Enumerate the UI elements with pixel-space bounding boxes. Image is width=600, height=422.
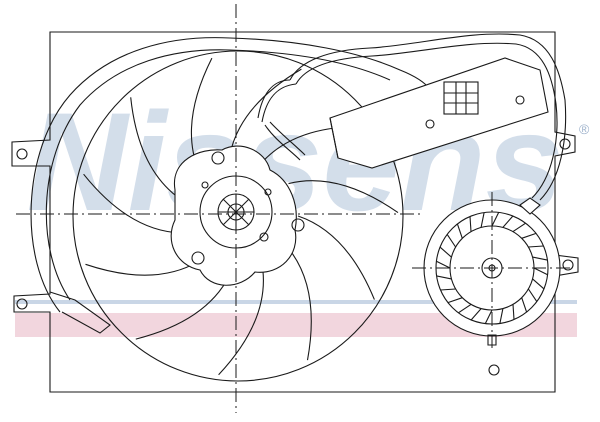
aux-fan-slat: [521, 297, 528, 313]
fan-blade: [218, 270, 264, 376]
aux-fan-slat: [512, 222, 526, 233]
aux-fan-bracket: [519, 197, 541, 215]
aux-fan-slat: [447, 297, 463, 304]
aux-fan-slat: [512, 304, 515, 320]
mount-hole-right-top: [559, 138, 571, 150]
mount-hole-left-top: [16, 148, 28, 160]
shroud-inner-ring: [45, 49, 391, 301]
aux-fan-slat: [528, 245, 544, 248]
fan-blade: [130, 97, 181, 200]
connector-plug-icon: [443, 81, 479, 115]
main-fan-circle: [72, 50, 404, 382]
mount-hole-right-bottom: [562, 259, 574, 271]
wiring-harness-2: [295, 42, 558, 199]
hub-bolt-5: [201, 181, 209, 189]
mount-hole-left-bottom: [16, 298, 28, 310]
hub-bolt-4: [259, 232, 269, 242]
aux-fan-bracket-2: [487, 334, 497, 346]
fan-blade: [297, 215, 375, 300]
hub-bolt-2: [291, 218, 305, 232]
resistor-module-edge: [329, 117, 339, 159]
aux-fan-slat: [491, 212, 500, 227]
mount-hole-bottom: [488, 364, 500, 376]
hub-bolt-3: [191, 251, 205, 265]
aux-fan-slat: [470, 308, 482, 321]
centerlines: [16, 4, 572, 413]
wiring-harness-3: [257, 79, 297, 123]
aux-fan-slat: [456, 223, 463, 239]
aux-fan-slat: [469, 216, 472, 232]
aux-fan-slat: [436, 260, 451, 269]
wiring-harness: [289, 33, 567, 201]
wire-clip-left: [49, 291, 111, 334]
aux-fan-slat: [436, 275, 452, 280]
aux-fan-slats: [436, 212, 548, 324]
aux-fan-slat: [499, 308, 504, 324]
hub-bolt-1: [211, 151, 225, 165]
aux-fan-slat: [458, 303, 472, 314]
aux-fan-slat: [440, 288, 456, 291]
aux-fan-slat: [532, 278, 545, 290]
aux-fan-slat: [532, 256, 548, 261]
aux-fan-slat: [527, 288, 538, 302]
hub-bolt-6: [264, 188, 272, 196]
aux-fan-slat: [446, 234, 457, 248]
aux-fan-slat: [533, 267, 548, 276]
watermark-underline: [15, 300, 577, 304]
radiator-fan-shroud: [11, 31, 579, 393]
shroud-outer-ring: [30, 37, 435, 313]
resistor-hole-2: [515, 95, 525, 105]
wiring-lead: [264, 121, 306, 161]
fan-blade: [288, 180, 399, 214]
aux-fan-slat: [480, 212, 485, 228]
aux-fan-slat: [484, 309, 493, 324]
fan-blade: [85, 260, 199, 276]
aux-fan-slat: [502, 215, 514, 228]
fan-blade: [83, 173, 181, 234]
aux-fan-slat: [439, 246, 452, 258]
aux-fan-slat: [521, 232, 537, 239]
resistor-hole-1: [425, 119, 435, 129]
fan-blade: [288, 248, 312, 361]
watermark-registered-mark: ®: [579, 121, 590, 137]
